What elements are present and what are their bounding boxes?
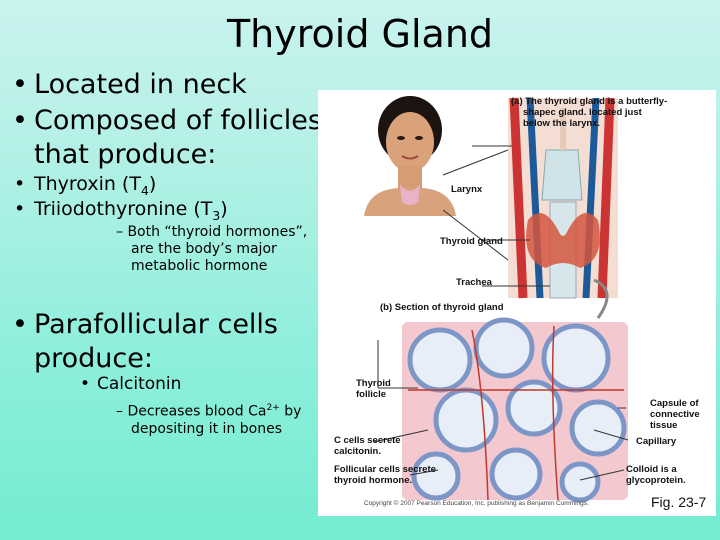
label-thyroid-follicle: Thyroid follicle [356, 378, 391, 400]
bullet-dot-icon: • [12, 69, 28, 100]
bullet-dot-icon: • [14, 198, 26, 220]
label-colloid: Colloid is a glycoprotein. [626, 464, 686, 486]
panel-a-caption: (a) The thyroid gland is a butterfly- sh… [511, 96, 668, 129]
label-capsule: Capsule of connective tissue [650, 398, 700, 431]
label-follicular-cells: Follicular cells secrete thyroid hormone… [334, 464, 436, 486]
panel-b-caption: (b) Section of thyroid gland [380, 302, 504, 313]
bullet-triiodothyronine: • Triiodothyronine (T3) [14, 198, 228, 223]
bullet-thyroxin: • Thyroxin (T4) [14, 173, 157, 198]
follicle-section-drawing [402, 317, 628, 503]
label-capillary: Capillary [636, 436, 677, 447]
label-c-cells: C cells secrete calcitonin. [334, 435, 401, 457]
bullet-dot-icon: • [12, 309, 28, 340]
bullet-composed: • Composed of follicles that produce: [12, 105, 322, 170]
sub-bullet-thyroid-hormones: – Both “thyroid hormones”, are the body’… [116, 224, 308, 274]
bullet-dot-icon: • [14, 173, 26, 195]
sub-bullet-calcitonin: • Calcitonin [80, 374, 182, 394]
bullet-dot-icon: • [12, 105, 28, 136]
sub-bullet-decreases: – Decreases blood Ca2+ by depositing it … [116, 403, 302, 437]
slide-title: Thyroid Gland [226, 12, 494, 56]
figure-number: Fig. 23-7 [651, 494, 707, 510]
thyroid-illustration [362, 96, 629, 503]
label-thyroid-gland: Thyroid gland [440, 236, 503, 247]
bullet-parafollicular: • Parafollicular cells produce: [12, 309, 279, 374]
copyright-text: Copyright © 2007 Pearson Education, Inc.… [364, 500, 589, 507]
neck-anatomy-drawing [508, 97, 618, 299]
bullet-located: • Located in neck [12, 69, 247, 100]
thyroid-figure: (a) The thyroid gland is a butterfly- sh… [318, 90, 716, 516]
label-larynx: Larynx [451, 184, 483, 195]
bullet-dot-icon: • [80, 374, 91, 394]
portrait-image [362, 96, 456, 216]
label-trachea: Trachea [456, 277, 492, 288]
